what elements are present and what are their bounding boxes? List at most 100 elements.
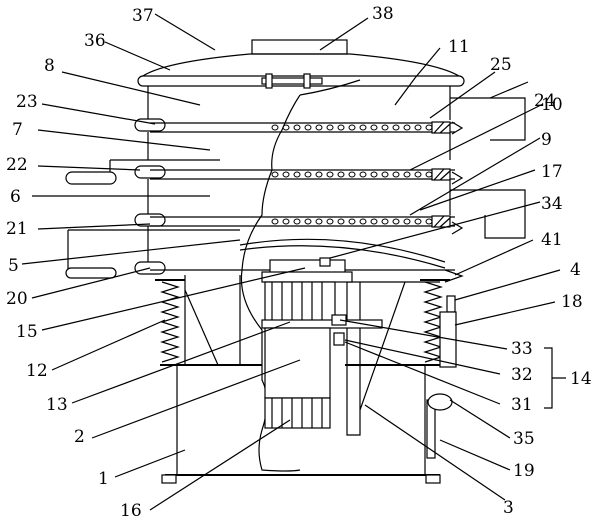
motor-lower-fins [271, 398, 323, 428]
label-2: 2 [74, 427, 85, 447]
screen-hole [348, 124, 356, 131]
screen-hole [370, 218, 378, 225]
screen-hole [304, 124, 312, 131]
part-18 [439, 311, 457, 368]
screen-hole [370, 124, 378, 131]
bracket-3 [346, 281, 440, 436]
screen-hole [326, 218, 334, 225]
screen-ends [431, 121, 464, 283]
screen-hole [315, 124, 323, 131]
dome-cover [139, 53, 463, 79]
label-11: 11 [448, 37, 470, 57]
screen-hole [337, 218, 345, 225]
clamp-nut-right [303, 73, 311, 89]
spout-22-pipe [109, 159, 220, 172]
motor-lower [264, 397, 331, 429]
springs [159, 281, 444, 363]
arrow-41 [444, 269, 464, 283]
screen-hole [282, 171, 290, 178]
label-25: 25 [490, 55, 512, 75]
bolt-34 [319, 257, 331, 267]
support-diag [184, 289, 219, 366]
label-1: 1 [98, 469, 109, 489]
label-31: 31 [511, 395, 533, 415]
dome-17-inner [239, 245, 446, 269]
coil-spring [159, 281, 181, 363]
screen-hole [414, 171, 422, 178]
screen-hole [381, 171, 389, 178]
screen-hole [337, 171, 345, 178]
screen-hole [414, 218, 422, 225]
screen-hole [315, 218, 323, 225]
screen-hole [315, 171, 323, 178]
motor-assembly [261, 257, 383, 429]
screen-hole [425, 218, 433, 225]
label-7: 7 [12, 120, 23, 140]
screen-hole [403, 124, 411, 131]
label-15: 15 [16, 322, 38, 342]
label-34: 34 [541, 194, 563, 214]
clamp-bolt [261, 77, 323, 85]
clamp-nut-left [265, 73, 273, 89]
label-22: 22 [6, 155, 28, 175]
label-6: 6 [10, 187, 21, 207]
plate-15 [261, 271, 353, 283]
label-18: 18 [561, 292, 583, 312]
screen-hole [414, 124, 422, 131]
screen-hole [271, 218, 279, 225]
screen-hole [381, 124, 389, 131]
screen-hole [359, 218, 367, 225]
screen-holes [271, 124, 433, 225]
screen-hole [403, 171, 411, 178]
screen-hole [293, 171, 301, 178]
label-16: 16 [120, 501, 142, 521]
screen-hole [425, 124, 433, 131]
foot-left [161, 474, 177, 484]
label-5: 5 [8, 256, 19, 276]
screen-hole [282, 218, 290, 225]
hatch-lines [433, 121, 451, 228]
spout-20-base [65, 267, 117, 279]
screen-hole [326, 124, 334, 131]
hatch-block-2 [431, 168, 451, 181]
label-32: 32 [511, 365, 533, 385]
base-assembly [155, 275, 457, 484]
screen-hole [326, 171, 334, 178]
label-4: 4 [570, 260, 581, 280]
screen-hole [304, 218, 312, 225]
label-17: 17 [541, 162, 563, 182]
part-4 [446, 295, 456, 313]
screen-hole [293, 218, 301, 225]
eccentric-fins [271, 282, 323, 322]
label-35: 35 [513, 429, 535, 449]
screen-hole [271, 171, 279, 178]
screen-hole [392, 171, 400, 178]
screen-hole [348, 218, 356, 225]
leader-lines [21, 13, 566, 511]
label-37: 37 [132, 6, 154, 26]
part-labels: 37 38 36 11 8 25 24 23 10 7 9 22 17 6 34… [6, 4, 592, 521]
part-35 [427, 393, 453, 411]
outlet-9 [450, 189, 526, 239]
arrow-1 [451, 121, 464, 135]
bolt-32 [333, 332, 345, 346]
frame-5 [67, 226, 240, 270]
label-38: 38 [372, 4, 394, 24]
lid-assembly [137, 39, 465, 89]
cutaway-break-top [299, 79, 361, 96]
label-41: 41 [541, 230, 563, 250]
label-13: 13 [46, 395, 68, 415]
screen-hole [359, 171, 367, 178]
screen-hole [359, 124, 367, 131]
screen-hole [425, 171, 433, 178]
motor-body-2 [264, 327, 331, 399]
screen-hole [293, 124, 301, 131]
screen-hole [392, 218, 400, 225]
screen-hole [381, 218, 389, 225]
bolt-33 [331, 314, 347, 326]
screen-hole [304, 171, 312, 178]
spout-22 [65, 171, 117, 185]
label-8: 8 [44, 56, 55, 76]
